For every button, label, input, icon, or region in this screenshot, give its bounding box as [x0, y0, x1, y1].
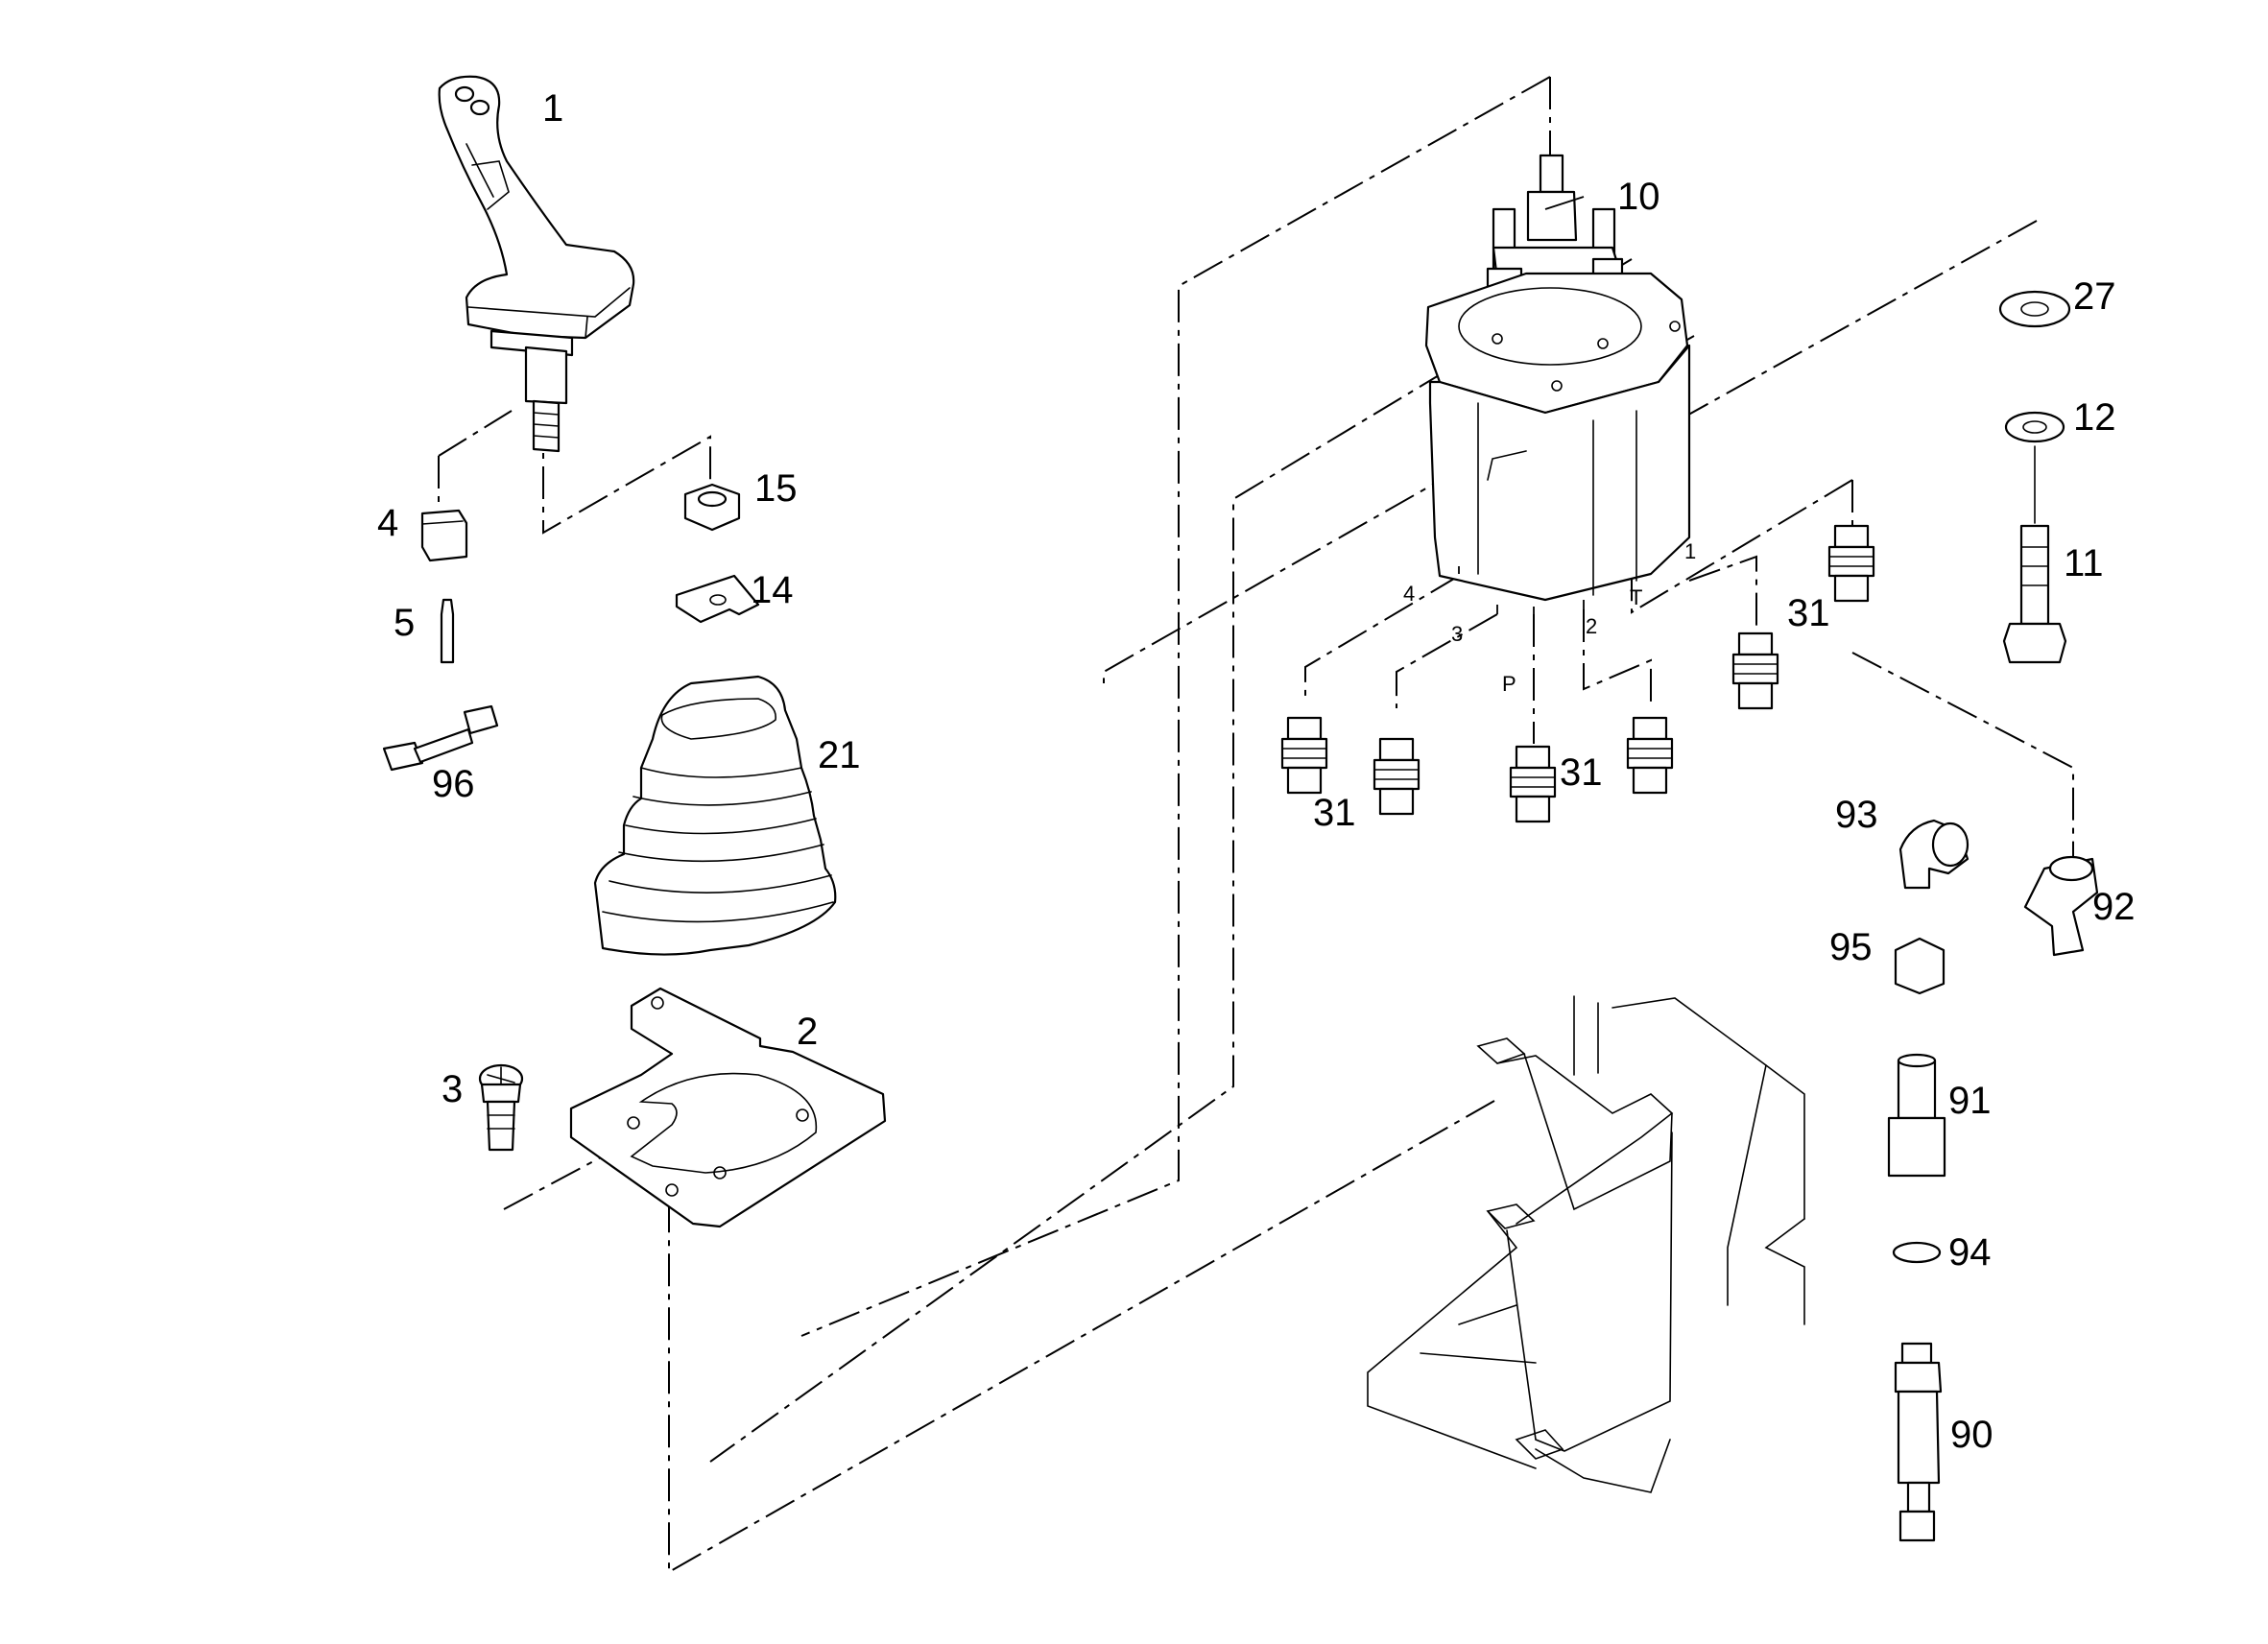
- callout-14: 14: [751, 569, 794, 611]
- port-label-t: T: [1630, 585, 1642, 609]
- valve-part-10: [1424, 154, 1691, 602]
- bolt-part-11: [2002, 445, 2067, 664]
- assembly-lines: [438, 76, 2074, 1574]
- fitting-31-e: [1731, 631, 1779, 710]
- port-label-p: P: [1502, 672, 1516, 696]
- tee-part-92: [2023, 855, 2099, 957]
- callout-93: 93: [1835, 794, 1878, 836]
- nut-part-15: [683, 483, 741, 532]
- fitting-31-d: [1626, 716, 1674, 795]
- valve-port-labels: 4 3 P 2 T 1: [1403, 539, 1696, 696]
- sensor-part-90: [1894, 1342, 1943, 1542]
- callout-31-left: 31: [1313, 792, 1356, 834]
- fitting-31-a: [1280, 716, 1328, 795]
- joystick-grip-part-1: [438, 75, 635, 453]
- callout-27: 27: [2073, 275, 2116, 318]
- callout-5: 5: [394, 602, 415, 644]
- mounting-bracket-frame: [1367, 995, 1805, 1493]
- callout-95: 95: [1829, 926, 1873, 968]
- washer-part-12: [2004, 411, 2065, 443]
- adapter-part-91: [1887, 1053, 1946, 1178]
- callout-3: 3: [442, 1068, 463, 1110]
- callout-10: 10: [1617, 176, 1660, 218]
- pin-part-5: [440, 598, 455, 664]
- callout-31-right: 31: [1787, 592, 1830, 634]
- callout-11: 11: [2064, 542, 2104, 584]
- fittings-part-31: [1280, 524, 1875, 823]
- fitting-31-b: [1373, 737, 1420, 816]
- port-label-2: 2: [1586, 614, 1597, 638]
- fitting-31-f: [1827, 524, 1875, 603]
- callout-2: 2: [797, 1011, 818, 1053]
- callout-94: 94: [1948, 1231, 1992, 1274]
- callout-31-center: 31: [1560, 751, 1603, 794]
- callout-1: 1: [542, 87, 563, 130]
- port-label-4: 4: [1403, 582, 1415, 606]
- cap-part-4: [420, 509, 468, 562]
- callout-92: 92: [2092, 886, 2136, 928]
- seal-part-94: [1892, 1241, 1942, 1264]
- callout-numbers: 1 10 27 12 11 15 4 14 5 96 21 2 3 31 31 …: [377, 87, 2136, 1456]
- callout-96: 96: [432, 763, 475, 805]
- elbow-part-93: [1898, 819, 1970, 890]
- callout-12: 12: [2073, 396, 2116, 439]
- nut-part-95: [1894, 937, 1946, 995]
- clip-part-14: [675, 574, 760, 624]
- callout-21: 21: [818, 734, 861, 776]
- plate-part-2: [569, 987, 887, 1228]
- boot-part-21: [593, 675, 837, 956]
- screw-part-3: [478, 1063, 524, 1152]
- washer-part-27: [1998, 290, 2071, 328]
- port-label-3: 3: [1451, 622, 1463, 646]
- callout-4: 4: [377, 502, 398, 544]
- fitting-31-c: [1509, 745, 1557, 823]
- callout-90: 90: [1950, 1414, 1993, 1456]
- callout-91: 91: [1948, 1080, 1992, 1122]
- port-label-1: 1: [1684, 539, 1696, 563]
- callout-leaders: [1458, 196, 1585, 614]
- connector-part-96: [382, 704, 499, 772]
- callout-15: 15: [754, 467, 798, 510]
